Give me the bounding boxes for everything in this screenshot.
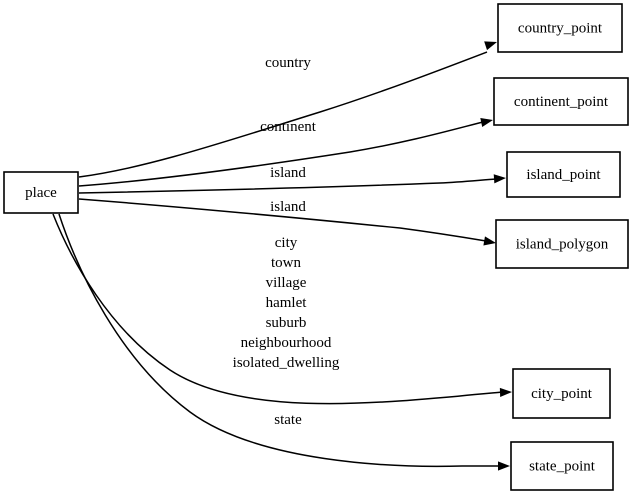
node-label-island_polygon: island_polygon [516, 236, 609, 252]
edge-label-line: state [274, 412, 302, 428]
node-place[interactable]: place [3, 171, 79, 214]
node-box-continent_point [493, 77, 629, 126]
edge-place-city_point[interactable] [52, 213, 512, 405]
node-island_point[interactable]: island_point [506, 151, 621, 198]
edge-label-line: suburb [266, 315, 307, 331]
node-box-island_point [506, 151, 621, 198]
node-box-island_polygon [495, 219, 629, 269]
node-label-place: place [25, 185, 57, 201]
edge-label-country_point: country [265, 55, 311, 71]
edge-line-country_point [78, 51, 488, 178]
node-box-place [3, 171, 79, 214]
edge-place-state_point[interactable] [58, 213, 510, 471]
edge-place-island_point[interactable] [78, 173, 506, 194]
node-box-country_point [497, 3, 623, 53]
node-island_polygon[interactable]: island_polygon [495, 219, 629, 269]
node-label-continent_point: continent_point [514, 94, 609, 110]
edge-place-continent_point[interactable] [78, 116, 494, 187]
arrowhead-continent_point [480, 117, 493, 127]
arrowhead-state_point [498, 461, 510, 471]
edge-label-line: country [265, 55, 311, 71]
edge-labels-layer: country continent island island city town vill… [233, 55, 340, 428]
edge-label-continent_point: continent [260, 119, 317, 135]
node-label-city_point: city_point [531, 386, 593, 402]
node-city_point[interactable]: city_point [512, 368, 611, 419]
edge-label-line: village [266, 275, 307, 291]
edge-line-city_point [52, 213, 504, 405]
edge-label-line: island [270, 165, 306, 181]
arrowhead-island_point [493, 174, 506, 184]
nodes-layer: place country_point continent_point island_… [3, 3, 629, 491]
node-label-country_point: country_point [518, 20, 603, 36]
node-label-state_point: state_point [529, 458, 596, 474]
arrowhead-country_point [484, 41, 497, 51]
edge-label-line: island [270, 199, 306, 215]
node-box-state_point [510, 441, 614, 491]
edge-label-line: isolated_dwelling [233, 355, 340, 371]
node-continent_point[interactable]: continent_point [493, 77, 629, 126]
edge-line-state_point [58, 213, 501, 468]
node-label-island_point: island_point [526, 167, 601, 183]
edge-line-island_point [78, 178, 497, 194]
node-state_point[interactable]: state_point [510, 441, 614, 491]
edge-label-city_point: city town village hamlet suburb neighbourhood… [233, 235, 340, 371]
edge-label-line: city [275, 235, 298, 251]
node-country_point[interactable]: country_point [497, 3, 623, 53]
edge-line-island_polygon [78, 198, 487, 242]
edge-label-line: town [271, 255, 302, 271]
edge-label-line: continent [260, 119, 317, 135]
edge-label-line: neighbourhood [241, 335, 332, 351]
arrowhead-city_point [499, 387, 512, 398]
edge-place-island_polygon[interactable] [78, 198, 497, 248]
edge-label-line: hamlet [266, 295, 308, 311]
edges-layer [52, 38, 512, 471]
edge-place-country_point[interactable] [78, 38, 498, 178]
edge-label-state_point: state [274, 412, 302, 428]
edge-line-continent_point [78, 121, 484, 187]
arrowhead-island_polygon [483, 236, 496, 246]
node-box-city_point [512, 368, 611, 419]
edge-label-island_polygon: island [270, 199, 306, 215]
edge-label-island_point: island [270, 165, 306, 181]
